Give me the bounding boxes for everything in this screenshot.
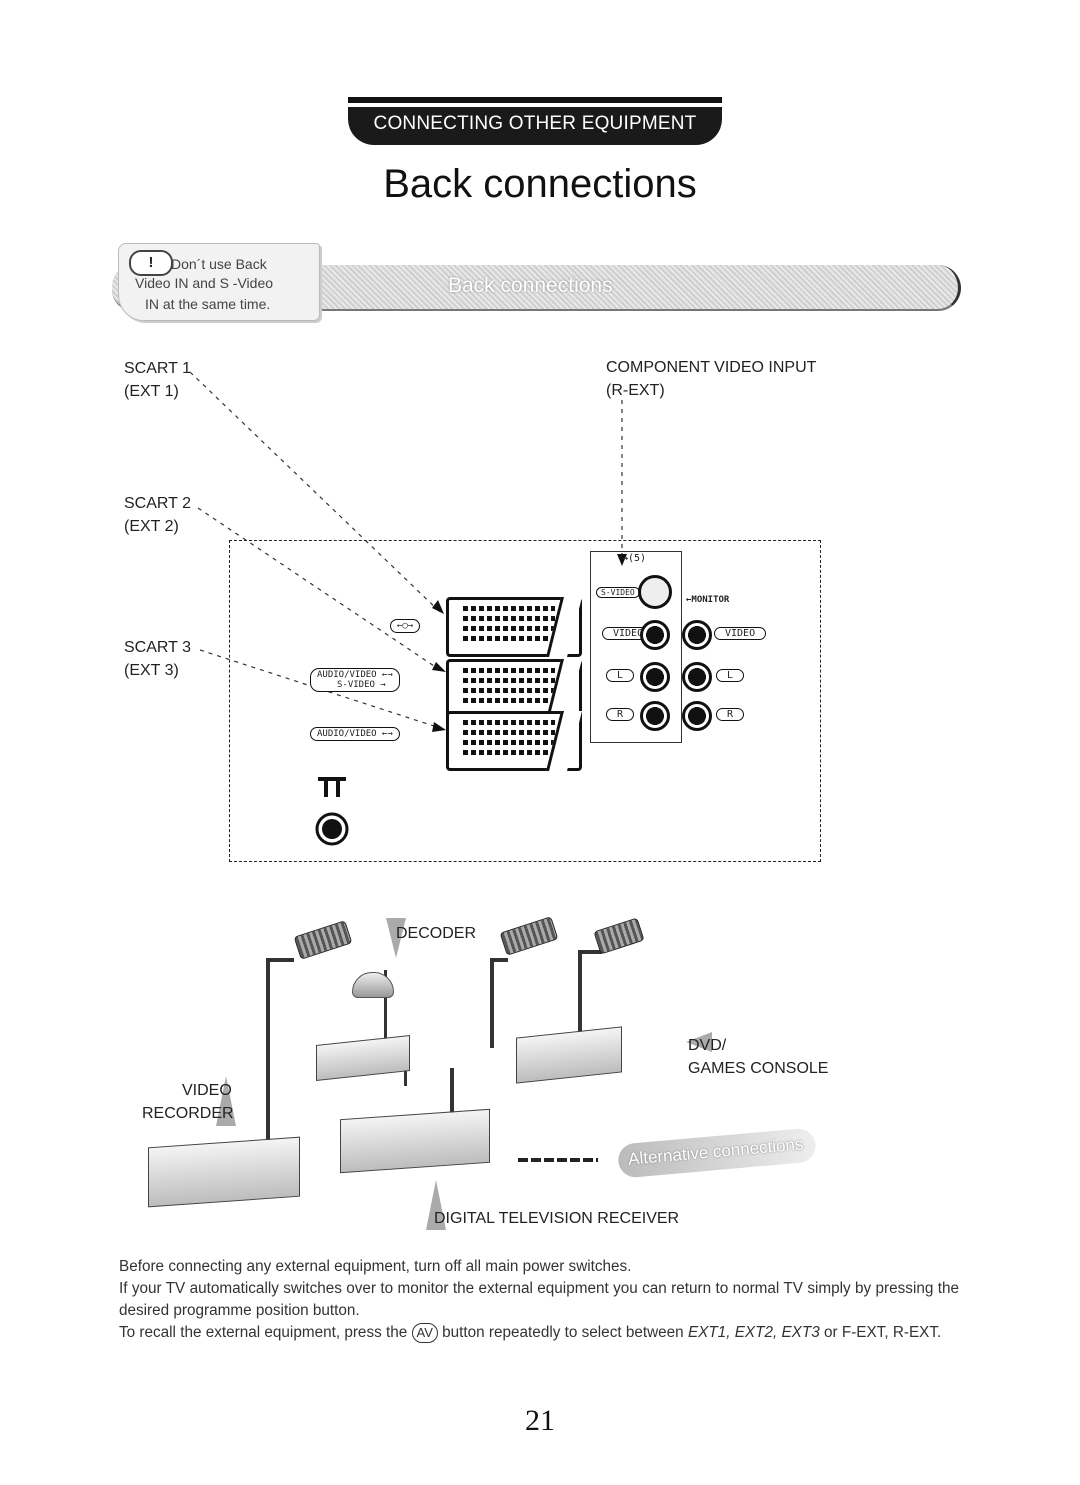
svideo-tag: S-VIDEO <box>596 587 640 598</box>
ext2-label: (EXT 2) <box>124 518 179 535</box>
warning-icon: ! <box>129 250 173 276</box>
r-out-tag: R <box>716 708 745 721</box>
page-title: Back connections <box>383 162 697 206</box>
video-out-jack <box>682 620 712 650</box>
scart3-label: SCART 3 <box>124 639 191 656</box>
antenna-icon <box>315 777 349 846</box>
scart2-socket <box>446 659 582 719</box>
dvd-box <box>516 1026 622 1084</box>
note-line-2: Video IN and S -Video <box>135 275 274 291</box>
dtv-box <box>340 1108 490 1174</box>
port5-tag: →(5) <box>622 553 647 564</box>
section-tab-label: CONNECTING OTHER EQUIPMENT <box>373 113 697 134</box>
video-in-jack <box>640 620 670 650</box>
scart-plug-icon <box>499 916 559 956</box>
dvd-label-2: GAMES CONSOLE <box>688 1060 829 1077</box>
component-label: COMPONENT VIDEO INPUT <box>606 359 817 376</box>
scart1-label: SCART 1 <box>124 360 191 377</box>
vcr-box <box>148 1136 300 1208</box>
equipment-illustration <box>130 910 850 1230</box>
monitor-tag: ←MONITOR <box>686 595 730 605</box>
ext3-label: (EXT 3) <box>124 662 179 679</box>
paragraph-recall: To recall the external equipment, press … <box>119 1323 942 1343</box>
note-line-1: Don´t use Back <box>171 256 267 272</box>
av-button-icon: AV <box>411 1323 438 1343</box>
back-panel: ←◯→ AUDIO/VIDEO ←→ S-VIDEO → AUDIO/VIDEO… <box>229 540 821 862</box>
r-in-tag: R <box>606 708 635 721</box>
ext3-tag: AUDIO/VIDEO ←→ <box>310 727 400 741</box>
ext2-tag: AUDIO/VIDEO ←→ S-VIDEO → <box>310 668 400 692</box>
r-in-jack <box>640 701 670 731</box>
decoder-box <box>316 1035 410 1081</box>
ext1-direction-tag: ←◯→ <box>390 619 421 633</box>
rext-label: (R-EXT) <box>606 382 665 399</box>
scart-plug-icon <box>593 917 645 955</box>
r-out-jack <box>682 701 712 731</box>
section-tab: CONNECTING OTHER EQUIPMENT <box>348 97 722 145</box>
paragraph-power: Before connecting any external equipment… <box>119 1258 632 1275</box>
scart3-socket <box>446 711 582 771</box>
vcr-label-1: VIDEO <box>182 1082 232 1099</box>
vcr-label-2: RECORDER <box>142 1105 234 1122</box>
l-out-tag: L <box>716 669 745 682</box>
ext1-label: (EXT 1) <box>124 383 179 400</box>
scart1-socket <box>446 597 582 657</box>
svideo-socket <box>638 575 672 609</box>
l-in-tag: L <box>606 669 635 682</box>
scart-plug-icon <box>293 920 353 960</box>
component-block <box>590 551 682 743</box>
page-number: 21 <box>525 1404 555 1437</box>
dtv-label: DIGITAL TELEVISION RECEIVER <box>434 1210 680 1227</box>
leader-lines <box>189 371 627 732</box>
note-line-3: IN at the same time. <box>145 296 271 312</box>
decoder-label: DECODER <box>396 925 477 942</box>
paragraph-monitor: If your TV automatically switches over t… <box>119 1280 959 1319</box>
l-out-jack <box>682 662 712 692</box>
video-out-tag: VIDEO <box>714 627 767 640</box>
dvd-label-1: DVD/ <box>688 1037 727 1054</box>
dish-icon <box>352 972 394 998</box>
scart2-label: SCART 2 <box>124 495 191 512</box>
warning-note: ! Don´t use Back Video IN and S -Video I… <box>118 243 320 321</box>
l-in-jack <box>640 662 670 692</box>
banner-label: Back connections <box>448 274 613 297</box>
